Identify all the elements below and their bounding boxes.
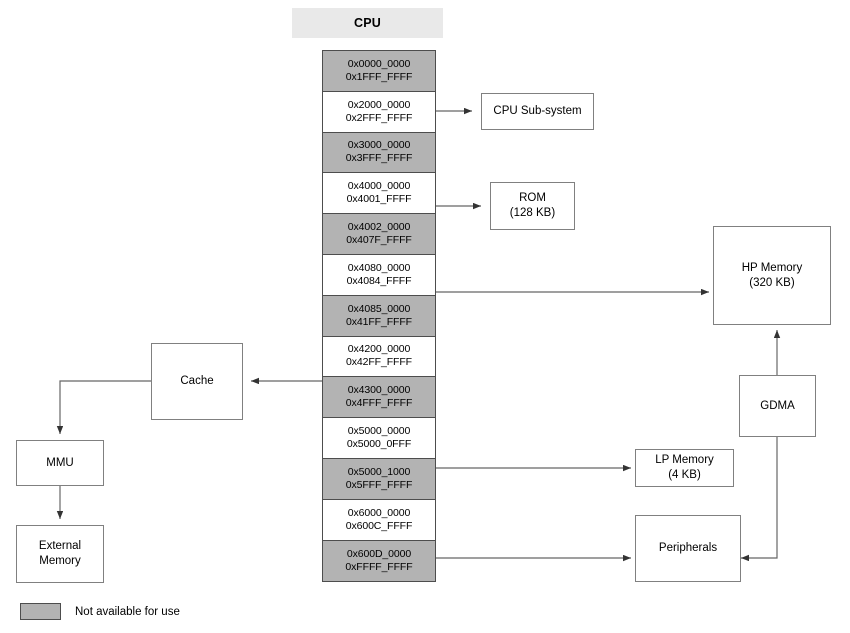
memory-block-start-address: 0x4080_0000 [347,261,411,274]
node-peripherals-line1: Peripherals [658,542,718,555]
memory-block-start-address: 0x0000_0000 [347,57,411,70]
node-hp-memory[interactable]: HP Memory (320 KB) [713,226,831,325]
memory-block-end-address: 0x4001_FFFF [346,193,412,206]
legend-label-unavailable: Not available for use [75,605,180,618]
node-lp-memory-line1: LP Memory [655,454,714,467]
memory-block-end-address: 0x1FFF_FFFF [345,70,413,83]
node-mmu[interactable]: MMU [16,440,104,486]
node-cache[interactable]: Cache [151,343,243,420]
node-lp-memory[interactable]: LP Memory (4 KB) [635,449,734,487]
memory-block-end-address: 0x42FF_FFFF [346,356,412,369]
node-external-memory[interactable]: External Memory [16,525,104,583]
node-cpu-subsystem-line1: CPU Sub-system [493,105,582,118]
node-rom[interactable]: ROM (128 KB) [490,182,575,230]
node-peripherals[interactable]: Peripherals [635,515,741,582]
cpu-header-label: CPU [354,16,381,30]
memory-block-start-address: 0x3000_0000 [347,139,411,152]
memory-block-end-address: 0x600C_FFFF [345,519,413,532]
memory-block-end-address: 0x5FFF_FFFF [345,478,413,491]
memory-block-start-address: 0x5000_1000 [347,465,411,478]
node-hp-memory-line1: HP Memory [741,261,803,274]
memory-block-end-address: 0xFFFF_FFFF [345,560,413,573]
memory-block-end-address: 0x2FFF_FFFF [345,111,413,124]
memory-block-end-address: 0x3FFF_FFFF [345,152,413,165]
connector-gdma-peripherals [741,437,778,562]
memory-block-start-address: 0x4000_0000 [347,180,411,193]
node-hp-memory-line2: (320 KB) [749,276,795,289]
memory-block-end-address: 0x4FFF_FFFF [345,397,413,410]
node-gdma[interactable]: GDMA [739,375,816,437]
node-rom-line2: (128 KB) [509,207,556,219]
node-gdma-line1: GDMA [760,399,795,412]
node-cpu-subsystem[interactable]: CPU Sub-system [481,93,594,130]
memory-block-start-address: 0x4002_0000 [347,220,411,233]
memory-block-start-address: 0x6000_0000 [347,506,411,519]
memory-block-start-address: 0x4085_0000 [347,302,411,315]
memory-block-end-address: 0x41FF_FFFF [346,315,412,328]
memory-block-start-address: 0x2000_0000 [347,98,411,111]
memory-block-end-address: 0x407F_FFFF [346,234,412,247]
memory-block-end-address: 0x4084_FFFF [346,274,412,287]
legend: Not available for use [20,603,180,620]
memory-block-start-address: 0x5000_0000 [347,424,411,437]
node-rom-line1: ROM [519,192,546,205]
legend-swatch-unavailable [20,603,61,620]
memory-block-start-address: 0x4300_0000 [347,384,411,397]
node-external-memory-line2: Memory [39,555,81,567]
node-external-memory-line1: External [38,540,82,553]
connector-cache-mmu [56,380,151,434]
memory-block-end-address: 0x5000_0FFF [346,438,412,451]
node-cache-line1: Cache [180,375,214,388]
memory-block-start-address: 0x4200_0000 [347,343,411,356]
node-lp-memory-line2: (4 KB) [668,469,701,481]
cpu-header: CPU [292,8,443,38]
node-mmu-line1: MMU [46,456,74,469]
memory-block-start-address: 0x600D_0000 [346,547,412,560]
